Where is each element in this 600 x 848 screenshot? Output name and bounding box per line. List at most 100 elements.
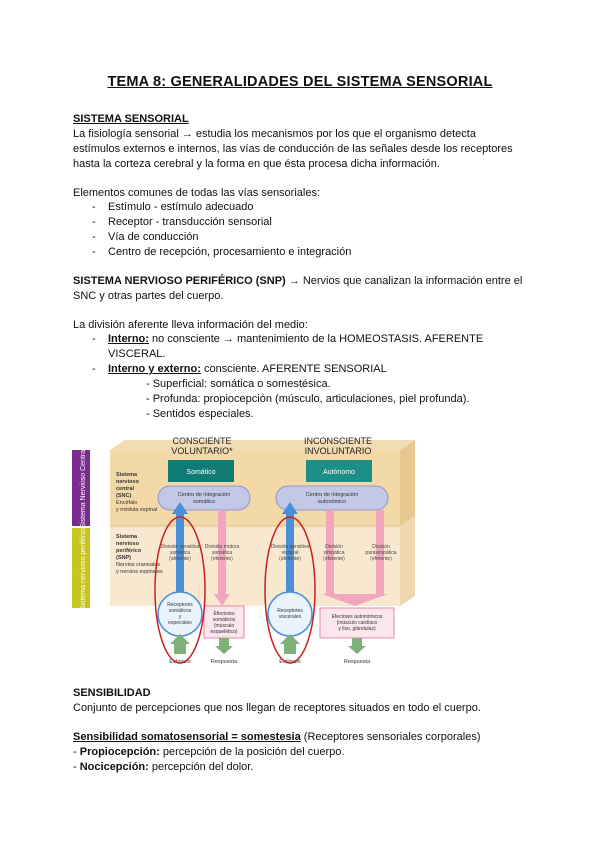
svg-text:División sensitiva: División sensitiva <box>161 544 200 550</box>
somatic-effectors <box>203 605 245 639</box>
list-item: Vía de conducción <box>108 231 199 243</box>
nervous-system-diagram: Sistema Nervioso Central Sistema nervios… <box>72 436 415 665</box>
bullet-dash: - <box>92 363 96 375</box>
svg-text:(músculo: (músculo <box>214 623 235 629</box>
snc-side-label: Sistema Nervioso Central <box>80 448 87 528</box>
bullet-dash: - <box>92 231 96 243</box>
svg-text:(músculo cardíaco: (músculo cardíaco <box>337 620 378 626</box>
page-title: TEMA 8: GENERALIDADES DEL SISTEMA SENSOR… <box>107 74 493 90</box>
svg-text:viscerales: viscerales <box>279 614 302 620</box>
section-heading-sensibilidad: SENSIBILIDAD <box>73 687 151 699</box>
svg-text:parasimpática: parasimpática <box>365 550 396 556</box>
somatico-box <box>168 460 234 482</box>
svg-text:visceral: visceral <box>282 550 299 556</box>
svg-text:(SNP): (SNP) <box>116 555 131 561</box>
svg-text:Receptores: Receptores <box>277 608 303 614</box>
svg-text:(aferente): (aferente) <box>169 556 191 562</box>
afferent-visceral-pathway <box>286 510 294 600</box>
svg-text:(eferente): (eferente) <box>370 556 392 562</box>
bullet-dash: - <box>92 246 96 258</box>
paragraph-line: SNC y otras partes del cuerpo. <box>73 290 224 302</box>
svg-text:central: central <box>116 486 135 492</box>
response-arrow <box>348 638 366 654</box>
highlight-oval-somatic <box>154 516 206 664</box>
svg-text:somática: somática <box>212 550 232 556</box>
svg-text:somática: somática <box>170 550 190 556</box>
snc-box-label: Sistema nervioso central (SNC) Encéfalo … <box>116 472 157 513</box>
afferent-somatic-pathway <box>176 510 184 600</box>
bullet-dash: - <box>92 333 96 345</box>
paragraph-line: estímulos externos e internos, las vías … <box>73 143 513 155</box>
autonomo-box <box>306 460 372 482</box>
svg-text:Estímulo: Estímulo <box>279 659 300 665</box>
svg-text:(SNC): (SNC) <box>116 493 131 499</box>
snp-paragraph: SISTEMA NERVIOSO PERIFÉRICO (SNP) → Nerv… <box>73 274 522 288</box>
inconsciente-label: INCONSCIENTE <box>304 436 372 446</box>
nocicepcion-line: - Nocicepción: percepción del dolor. <box>73 761 254 773</box>
consciente-label: CONSCIENTE <box>172 436 231 446</box>
bullet-dash: - <box>92 201 96 213</box>
svg-text:Efectores: Efectores <box>213 611 235 617</box>
svg-text:somáticos: somáticos <box>169 608 192 614</box>
svg-text:(eferente): (eferente) <box>323 556 345 562</box>
propiocepcion-line: - Propiocepción: percepción de la posici… <box>73 746 345 758</box>
svg-text:División: División <box>372 544 390 550</box>
svg-text:Encéfalo: Encéfalo <box>116 500 137 506</box>
svg-text:y: y <box>179 614 182 620</box>
svg-text:simpática: simpática <box>323 550 344 556</box>
svg-text:(aferente): (aferente) <box>279 556 301 562</box>
autonomo-label: Autónomo <box>323 469 355 476</box>
sympathetic-pathway <box>326 510 334 596</box>
somatico-label: Somático <box>186 469 215 476</box>
sub-item: - Sentidos especiales. <box>146 408 254 420</box>
paragraph-line: hasta la corteza cerebral y la forma en … <box>73 158 440 170</box>
svg-text:y liso, glándulas): y liso, glándulas) <box>338 626 376 632</box>
list-item: Estímulo - estímulo adecuado <box>108 201 254 213</box>
stimulus-arrow <box>170 634 190 654</box>
list-intro: Elementos comunes de todas las vías sens… <box>73 187 321 199</box>
svg-text:periférico: periférico <box>116 548 142 554</box>
section-heading-snp: SISTEMA NERVIOSO PERIFÉRICO (SNP) <box>73 275 286 287</box>
list-item: Receptor - transducción sensorial <box>108 216 272 228</box>
svg-text:Sistema: Sistema <box>116 534 138 540</box>
snp-side-face <box>400 516 415 606</box>
snp-side-label: Sistema nervioso periférico <box>80 526 87 611</box>
involuntario-label: INVOLUNTARIO <box>305 446 372 456</box>
list-item-interno: Interno: no consciente → mantenimiento d… <box>108 333 484 345</box>
response-arrow <box>215 638 233 654</box>
snc-top-face <box>110 440 415 450</box>
somatosensorial-line: Sensibilidad somatosensorial = somestesi… <box>73 731 481 743</box>
bullet-dash: - <box>92 216 96 228</box>
svg-text:Estímulo: Estímulo <box>169 659 190 665</box>
section-heading-sistema-sensorial: SISTEMA SENSORIAL <box>73 113 189 125</box>
paragraph-line: La fisiología sensorial → estudia los me… <box>73 128 476 140</box>
sub-item: - Profunda: propiocepción (músculo, arti… <box>146 393 470 405</box>
svg-text:División sensitiva: División sensitiva <box>271 544 310 550</box>
snp-definition: → Nervios que canalizan la información e… <box>285 275 523 287</box>
snp-side-bar <box>72 528 90 608</box>
svg-text:esquelético): esquelético) <box>211 629 238 635</box>
svg-text:Respuesta: Respuesta <box>211 659 238 665</box>
svg-text:nervioso: nervioso <box>116 541 140 547</box>
sub-item: - Superficial: somática o somestésica. <box>146 378 331 390</box>
svg-text:Receptores: Receptores <box>167 602 193 608</box>
svg-text:y médula espinal: y médula espinal <box>116 507 157 513</box>
svg-text:Respuesta: Respuesta <box>344 659 371 665</box>
svg-text:autonómico: autonómico <box>318 499 346 505</box>
svg-text:y nervios espinales: y nervios espinales <box>116 569 163 575</box>
paragraph-line: Conjunto de percepciones que nos llegan … <box>73 702 481 714</box>
svg-text:División motora: División motora <box>205 544 240 550</box>
svg-text:División: División <box>325 544 343 550</box>
efferent-somatic-pathway <box>218 510 226 596</box>
svg-text:Efectores autonómicos: Efectores autonómicos <box>332 614 383 620</box>
svg-text:(eferente): (eferente) <box>211 556 233 562</box>
snp-panel <box>110 526 400 606</box>
highlight-oval-visceral <box>264 516 316 664</box>
somatic-integration-center <box>157 485 251 511</box>
svg-text:Nervios craneales: Nervios craneales <box>116 562 160 568</box>
snc-side-face <box>400 440 415 526</box>
snp-box-label: Sistema nervioso periférico (SNP) Nervio… <box>116 534 163 575</box>
svg-text:Centro de integración: Centro de integración <box>306 492 359 498</box>
parasympathetic-pathway <box>376 510 384 596</box>
paragraph-line: La división aferente lleva información d… <box>73 319 308 331</box>
